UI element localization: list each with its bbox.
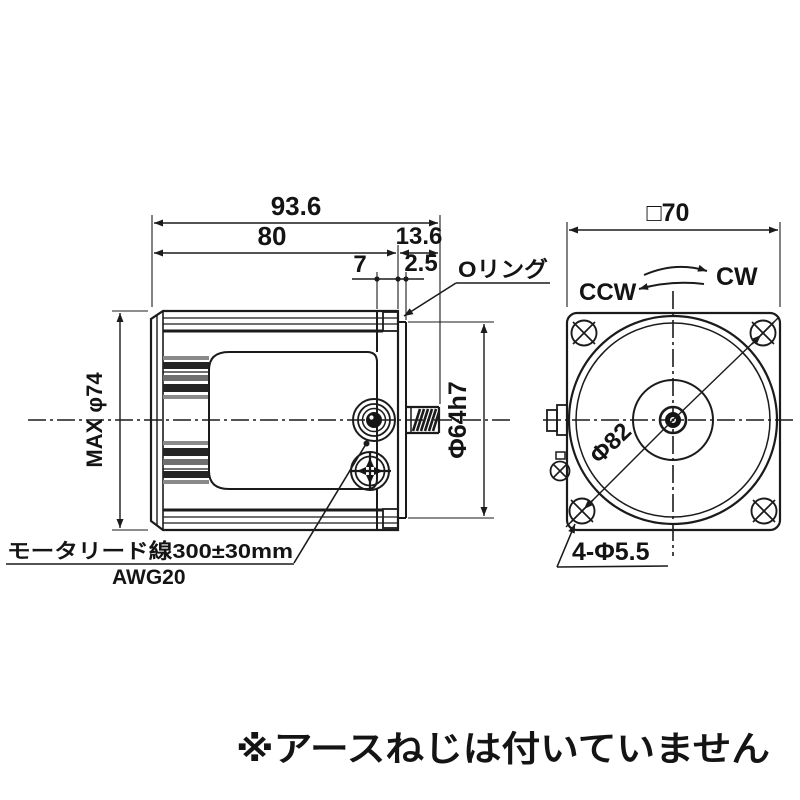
mounting-hole-bottom-right [750, 497, 778, 525]
motor-body-outline [149, 309, 400, 532]
oring-groove-bottom [382, 508, 399, 529]
ccw-arrow [638, 281, 705, 290]
mounting-hole-top-left [570, 319, 598, 347]
mounting-holes-callout: 4-Φ5.5 [556, 523, 669, 568]
dim-label-mounting-holes: 4-Φ5.5 [572, 538, 650, 566]
dim-label-total-length: 93.6 [271, 191, 322, 221]
shaft-threads [411, 408, 441, 432]
front-view: Φ82 □70 CCW CW 4-Φ5.5 [543, 199, 797, 568]
lead-wire-label: モータリード線300±30mm [7, 539, 293, 563]
dim-frame-size: □70 [566, 199, 781, 307]
dim-oring-offset-and-pilot: 7 2.5 [352, 250, 438, 320]
oring-groove-top [382, 311, 399, 332]
dim-label-pilot-diameter: Φ64h7 [444, 381, 472, 459]
cw-label: CW [716, 263, 758, 291]
dim-label-max-diameter: MAX φ74 [82, 372, 107, 468]
motor-face-circles [567, 314, 779, 526]
dim-pilot-diameter: Φ64h7 [408, 321, 494, 519]
output-shaft [406, 405, 441, 435]
dim-label-frame-size: □70 [647, 199, 690, 227]
screw-lower [349, 451, 391, 491]
rib-bands-upper [163, 356, 209, 399]
cw-arrow [643, 264, 708, 276]
left-edge-screw-top [546, 404, 568, 436]
lead-wire-gauge-label: AWG20 [112, 566, 186, 589]
earth-screw-note: ※アースねじは付いていません [236, 730, 770, 769]
dim-label-pilot-thickness: 2.5 [404, 250, 437, 277]
dim-label-bolt-circle: Φ82 [585, 418, 637, 470]
lead-wire-callout: モータリード線300±30mm AWG20 [6, 440, 370, 589]
oring-callout: Oリング [403, 257, 550, 317]
oring-label: Oリング [458, 257, 548, 282]
dim-label-front-length: 13.6 [396, 223, 443, 250]
ccw-label: CCW [579, 279, 637, 306]
left-edge-screw-bottom [549, 451, 571, 482]
dim-max-diameter: MAX φ74 [82, 310, 148, 531]
dim-label-body-length: 80 [258, 221, 287, 251]
side-view: MAX φ74 93.6 80 13.6 7 2.5 [6, 191, 550, 589]
screw-center [352, 398, 396, 442]
rotation-direction: CCW CW [579, 263, 758, 306]
pilot-boss [398, 321, 407, 519]
dim-label-oring-offset: 7 [353, 251, 366, 278]
dim-front-length: 13.6 [396, 223, 443, 257]
dim-total-length: 93.6 [151, 191, 441, 404]
rib-bands-lower [163, 441, 209, 484]
